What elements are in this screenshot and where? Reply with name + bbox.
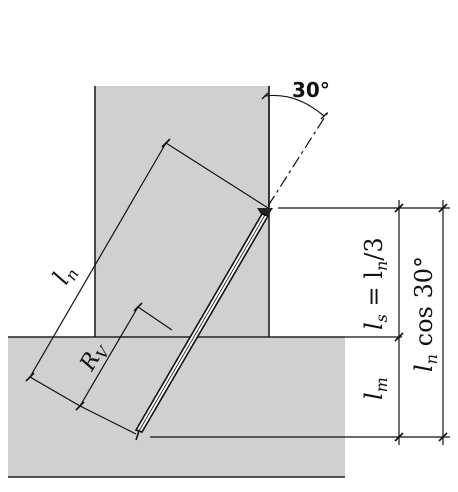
vertical-member [95,86,269,337]
lncos-label: ln cos 30° [410,256,441,372]
screw [134,208,273,441]
ln-label: ln [47,259,83,290]
lm-label: lm [360,377,391,400]
ls-lm-dimension [394,200,404,445]
screw-axis-extension [267,111,329,207]
ln-dimension [25,138,269,407]
rv-dimension [75,302,173,435]
angle-label: 30° [292,78,330,102]
horizontal-member [8,337,345,477]
lncos-dimension [438,200,448,445]
angle-arc [264,94,325,117]
ls-label: ls = ln/3 [360,237,391,330]
